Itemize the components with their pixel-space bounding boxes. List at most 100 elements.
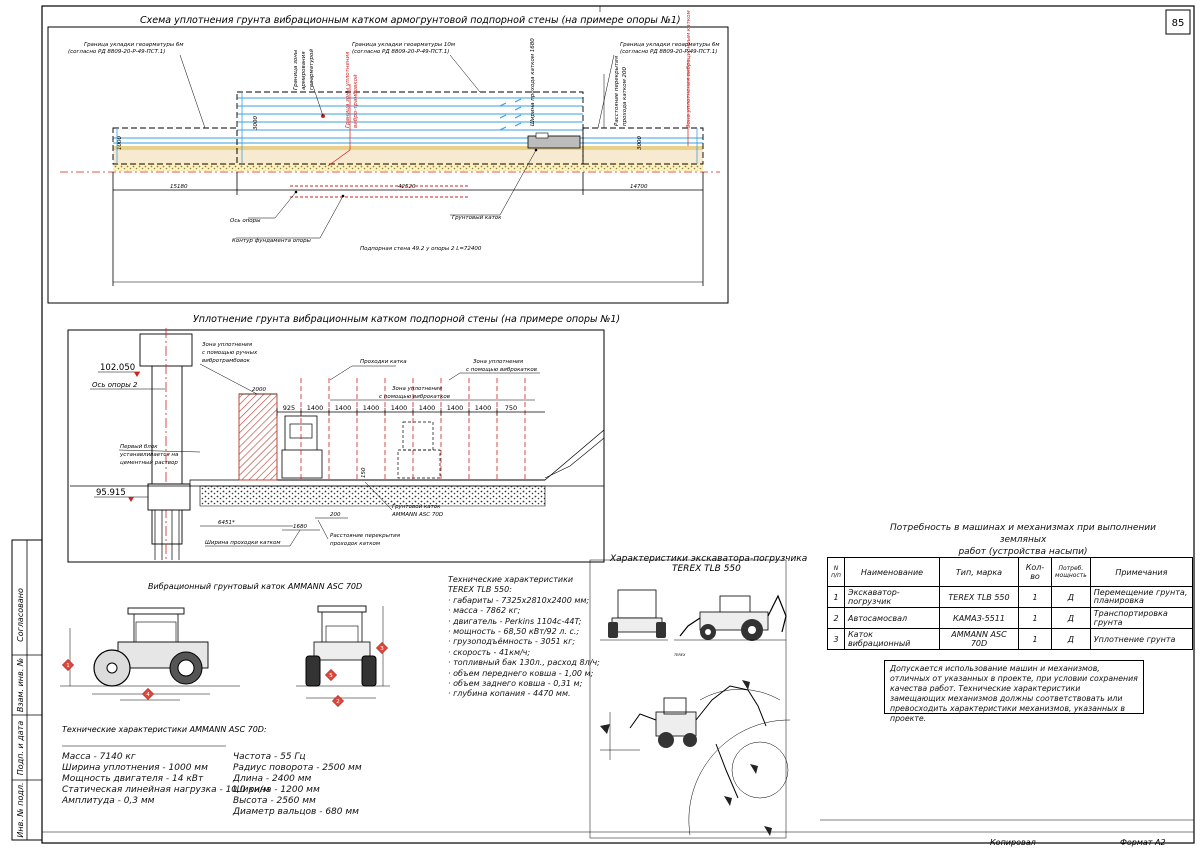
dim-6451: 6451*	[218, 520, 235, 526]
excavator-spec-7: объем переднего ковша - 1,00 м;	[453, 668, 594, 678]
roller-drawings: Вибрационный грунтовый каток AMMANN ASC …	[60, 582, 390, 747]
section-dim: 1400	[447, 404, 464, 412]
roller-front-view	[296, 605, 390, 699]
dim-1000: 1000	[117, 136, 123, 150]
dim-42520: 42520	[398, 184, 416, 190]
geo-right-1: Граница укладки геоарматуры 6м	[620, 42, 720, 48]
foundation-label: Контур фундамента опоры	[232, 238, 312, 244]
geo-left-1: Граница укладки геоарматуры 6м	[84, 42, 184, 48]
svg-text:TEREX: TEREX	[674, 653, 686, 657]
table-row: 1 Экскаватор-погрузчик TEREX TLB 550 1 Д…	[827, 586, 1194, 608]
excavator-spec-1: масса - 7862 кг;	[453, 606, 521, 616]
mark-bottom: 95.915	[96, 488, 126, 498]
v-zone2: армирования	[301, 51, 307, 90]
passes-label: Проходки катка	[360, 359, 407, 365]
v-overlap2: прохода катком 200	[622, 67, 628, 126]
machines-title: Потребность в машинах и механизмах при в…	[868, 522, 1178, 558]
stamp-replace: Взам. инв. №	[16, 658, 25, 712]
machines-table: N п/п Наименование Тип, марка Кол-во Пот…	[827, 557, 1194, 650]
badge-4: 4	[146, 692, 150, 698]
format-label: Формат А2	[1120, 838, 1166, 847]
dim-1680: 1680	[293, 524, 307, 530]
badge-3: 3	[380, 646, 384, 652]
badge-2: 2	[336, 699, 340, 705]
roller-spec-right: Частота - 55 Гц Радиус поворота - 2500 м…	[233, 752, 362, 818]
badge-5: 5	[329, 673, 333, 679]
width-label: Ширина проходки катком	[205, 540, 281, 546]
machines-title-1: Потребность в машинах и механизмах при в…	[890, 523, 1156, 545]
v-zone1: Граница зоны	[293, 49, 299, 90]
roller-spec-left-2: Мощность двигателя - 14 кВт	[62, 774, 204, 784]
excavator-title-1: Характеристики экскаватора-погрузчика	[609, 554, 807, 564]
badge-1: 1	[66, 663, 70, 669]
dim-200: 200	[330, 512, 341, 518]
excavator-spec-6: топливный бак 130л., расход 8л/ч;	[453, 658, 600, 668]
axis-label: Ось опоры	[230, 218, 261, 224]
copied-label: Копировал	[990, 838, 1036, 847]
roller-spec-left-0: Масса - 7140 кг	[62, 752, 136, 762]
overlap-s1: Расстояние перекрытия	[330, 533, 401, 539]
geo-right-2: (согласно РД 8809-20-Р-49-ПСТ.1)	[620, 49, 717, 55]
roller-s1: Грунтовой каток	[392, 504, 441, 510]
section-dim: 1400	[475, 404, 492, 412]
dim-15180: 15180	[170, 184, 188, 190]
zone-hand-3: вибротрамбовок	[202, 358, 251, 364]
section-dim: 750	[505, 404, 517, 412]
dim-3000b: 3000	[637, 136, 643, 150]
section-dim: 1400	[419, 404, 436, 412]
section-dim: 1400	[363, 404, 380, 412]
machines-note: Допускается использование машин и механи…	[884, 660, 1144, 723]
roller-spec-right-1: Радиус поворота - 2500 мм	[233, 763, 362, 773]
section-dim: 1400	[391, 404, 408, 412]
first-block-2: устанавливается на	[119, 452, 179, 458]
geo-left-2: (согласно РД 8809-20-Р-49-ПСТ.1)	[68, 49, 165, 55]
excavator-title-2: TEREX TLB 550	[672, 564, 741, 574]
roller-title: Вибрационный грунтовый каток AMMANN ASC …	[148, 582, 362, 591]
zone-hand-1: Зона уплотнения	[202, 342, 253, 348]
mark-top: 102.050	[100, 363, 135, 373]
roller-spec-right-4: Высота - 2560 мм	[233, 796, 316, 806]
roller-spec-left-3: Статическая линейная нагрузка - 10,0 кн/…	[62, 785, 270, 795]
side-stamp: Согласовано Взам. инв. № Подп. и дата Ин…	[11, 539, 43, 841]
page-number: 85	[1172, 18, 1185, 29]
excavator-spec-9: глубина копания - 4470 мм.	[453, 689, 571, 699]
v-wide: Ширина прохода катком 1680	[530, 38, 536, 126]
roller-spec-right-0: Частота - 55 Гц	[233, 752, 306, 762]
stamp-sign-date: Подп. и дата	[16, 721, 25, 776]
geo-mid-1: Граница укладки геоарматуры 10м	[352, 42, 455, 48]
hdr-name: Наименование	[844, 557, 940, 587]
section-dim: 1400	[335, 404, 352, 412]
excavator-spec-0: габариты - 7325х2810х2400 мм;	[453, 595, 590, 605]
wall-label: Подпорная стена 49.2 у опоры 2 L=72400	[360, 246, 482, 252]
zone-vib-3: Зона уплотнения	[392, 386, 443, 392]
machines-title-2: работ (устройства насыпи)	[958, 547, 1088, 557]
hdr-qty: Кол-во	[1018, 557, 1052, 587]
hdr-num: N п/п	[827, 557, 845, 587]
hdr-power: Потреб. мощность	[1051, 557, 1091, 587]
excavator-front-view	[600, 589, 668, 641]
stamp-agreed: Согласовано	[16, 588, 25, 642]
zone-vib-1: Зона уплотнения	[473, 359, 524, 365]
roller-spec-right-2: Длина - 2400 мм	[233, 774, 312, 784]
roller-spec-title: Технические характеристики AMMANN ASC 70…	[62, 725, 267, 734]
section-dim: 1400	[307, 404, 324, 412]
roller-spec-left-1: Ширина уплотнения - 1000 мм	[62, 763, 208, 773]
top-scheme-title: Схема уплотнения грунта вибрационным кат…	[140, 15, 681, 26]
overlap-s2: проходок катком	[330, 541, 380, 547]
dim-3000: 3000	[253, 116, 259, 130]
stamp-inventory: Инв. № подл.	[16, 782, 25, 837]
roller-side-view	[60, 607, 240, 701]
roller-spec-right-3: Ширина - 1200 мм	[233, 785, 320, 795]
dim-14700: 14700	[630, 184, 648, 190]
excavator-spec-8: объем заднего ковша - 0,31 м;	[453, 679, 583, 689]
dim-150: 150	[361, 467, 367, 478]
zone-vib-2: с помощью виброкатков	[466, 367, 537, 373]
v-overlap1: Расстояние перекрытия	[614, 55, 620, 126]
section-dim: 925	[283, 404, 295, 412]
zone-vib-4: с помощью виброкатков	[379, 394, 450, 400]
excavator-spec-5: скорость - 41км/ч;	[453, 647, 531, 657]
excavator-specs: Технические характеристики TEREX TLB 550…	[448, 575, 600, 699]
